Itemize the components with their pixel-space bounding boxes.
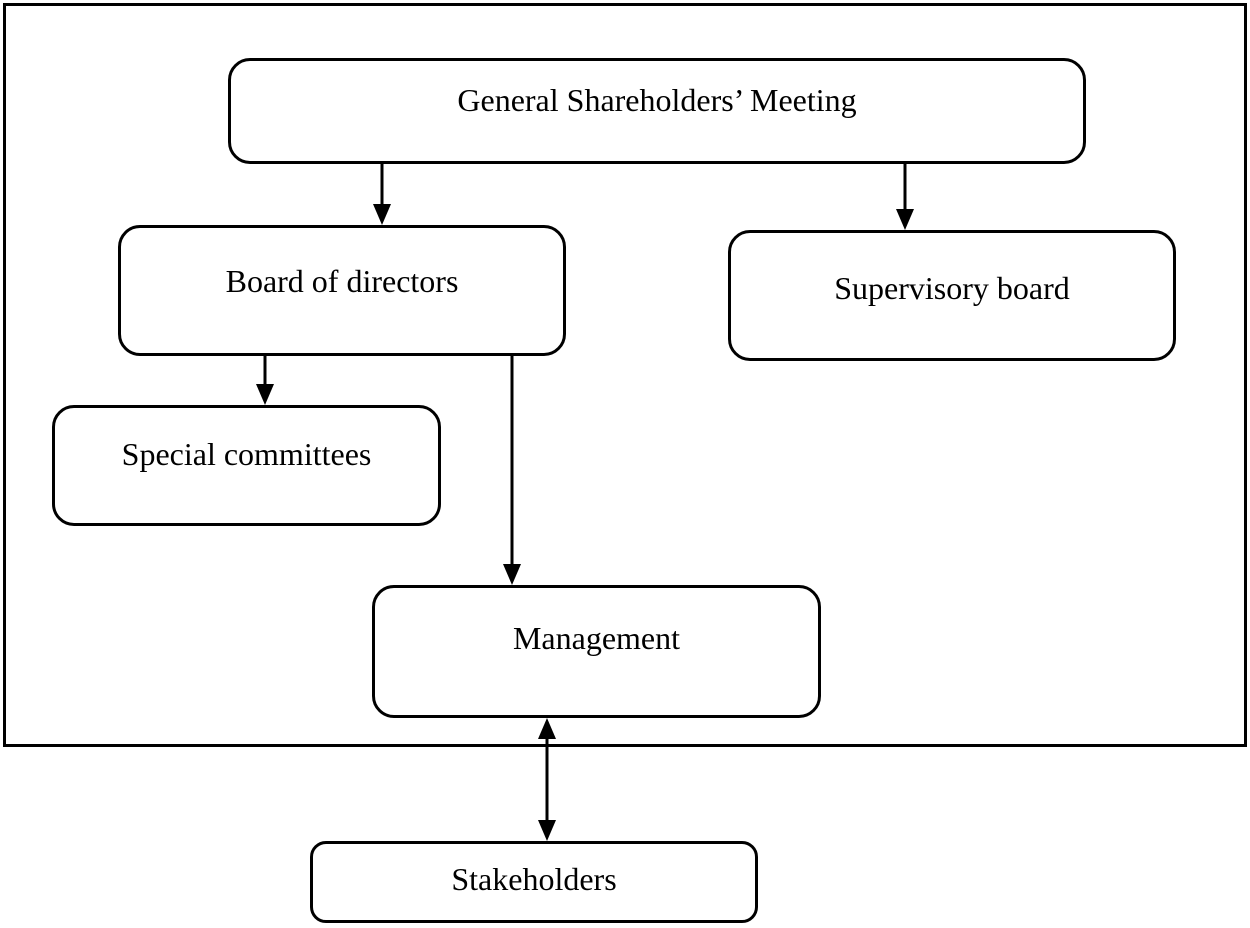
node-board-of-directors: Board of directors <box>118 225 566 356</box>
node-label: General Shareholders’ Meeting <box>457 82 857 119</box>
node-label: Supervisory board <box>834 269 1070 306</box>
node-stakeholders: Stakeholders <box>310 841 758 923</box>
node-label: Board of directors <box>225 262 459 299</box>
node-general-shareholders-meeting: General Shareholders’ Meeting <box>228 58 1086 164</box>
node-supervisory-board: Supervisory board <box>728 230 1176 361</box>
outer-boundary-frame <box>3 3 1247 747</box>
node-label: Special committees <box>121 435 372 472</box>
node-label: Stakeholders <box>451 861 617 898</box>
node-label: Management <box>512 619 681 656</box>
node-special-committees: Special committees <box>52 405 441 526</box>
node-management: Management <box>372 585 821 718</box>
